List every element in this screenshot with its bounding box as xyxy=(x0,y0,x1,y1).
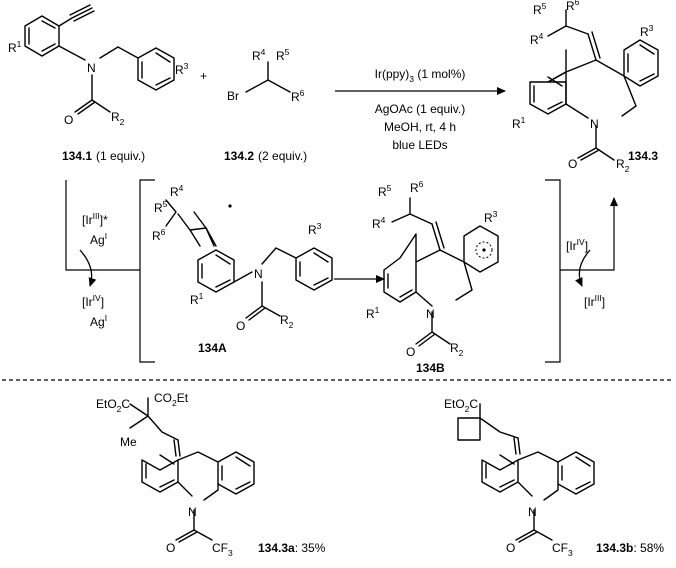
right-ir-iv: [IrIV] xyxy=(566,237,588,253)
atom-br: Br xyxy=(227,89,239,103)
atom-o-ex-a: O xyxy=(166,541,175,555)
reactant-134-2-label: 134.2(2 equiv.) xyxy=(224,149,307,163)
left-ir-iii-star: [IrIII]* xyxy=(82,211,108,227)
reactant-134-1-structure xyxy=(24,4,175,115)
reactant-134-1-label: 134.1(1 equiv.) xyxy=(62,149,145,163)
product-r5-text: R5 xyxy=(533,1,547,17)
left-cycle-line xyxy=(65,180,140,271)
int-a-r3-text: R3 xyxy=(308,221,322,237)
ex-a-cf3: CF3 xyxy=(212,541,233,558)
int-a-r2-text: R2 xyxy=(280,313,294,330)
right-cycle-arrow xyxy=(560,197,618,271)
atom-n-product: N xyxy=(590,117,599,131)
condition-solvent: MeOH, rt, 4 h xyxy=(384,120,456,134)
atom-o-134a: O xyxy=(236,319,245,333)
product-r1-text: R1 xyxy=(512,115,526,131)
int-a-r4-text: R4 xyxy=(170,183,184,199)
left-ir-iv: [IrIV] xyxy=(82,293,104,309)
ex-a-methyl: Me xyxy=(120,435,137,449)
int-b-r3-text: R3 xyxy=(484,209,498,225)
atom-n-1: N xyxy=(87,61,96,75)
atom-n-134b: N xyxy=(426,307,435,321)
label-r1-text: R1 xyxy=(8,39,22,55)
int-b-r2-text: R2 xyxy=(450,341,464,358)
product-r2-text: R2 xyxy=(616,157,630,174)
condition-additive: AgOAc (1 equiv.) xyxy=(375,102,465,116)
ex-b-cf3: CF3 xyxy=(552,541,573,558)
int-a-r1-text: R1 xyxy=(190,291,204,307)
int-b-r4-text: R4 xyxy=(372,215,386,231)
atom-n-134a: N xyxy=(254,267,263,281)
example-134-3a-label: 134.3a: 35% xyxy=(258,541,326,555)
int-a-r6-text: R6 xyxy=(152,227,166,243)
atom-n-ex-a: N xyxy=(188,505,197,519)
label-r6-text: R6 xyxy=(291,88,305,104)
ex-b-ester: EtO2C xyxy=(444,397,478,414)
product-r6-text: R6 xyxy=(566,0,580,13)
atom-o-ex-b: O xyxy=(506,541,515,555)
int-a-r5-text: R5 xyxy=(154,199,168,215)
example-134-3b-structure xyxy=(457,403,595,543)
atom-o-product: O xyxy=(568,157,577,171)
label-r4-text: R4 xyxy=(252,47,266,63)
intermediate-134b-structure xyxy=(383,197,499,347)
left-curved-arrow xyxy=(79,249,97,287)
right-curved-arrow xyxy=(575,249,591,287)
atom-o-1: O xyxy=(64,113,73,127)
radical-delocalization-b xyxy=(475,241,493,259)
intermediate-134b-label: 134B xyxy=(416,361,445,375)
example-134-3a-structure xyxy=(129,397,255,543)
reactant-134-2-structure xyxy=(245,61,291,93)
int-b-r6-text: R6 xyxy=(410,179,424,195)
radical-dot-b xyxy=(482,248,486,252)
int-b-r5-text: R5 xyxy=(378,183,392,199)
product-r3-text: R3 xyxy=(640,23,654,39)
right-ir-iii: [IrIII] xyxy=(584,293,605,309)
example-134-3b-label: 134.3b: 58% xyxy=(596,541,664,555)
ex-a-ester-left: EtO2C xyxy=(96,397,130,414)
product-r4-text: R4 xyxy=(530,31,544,47)
product-134-3-structure xyxy=(529,9,659,161)
radical-dot-a xyxy=(228,204,232,208)
left-ag-i-bottom: AgI xyxy=(90,313,107,329)
left-ag-i-top: AgI xyxy=(90,231,107,247)
atom-o-134b: O xyxy=(406,345,415,359)
label-r2-text: R2 xyxy=(111,110,125,127)
intermediate-134a-structure xyxy=(165,199,333,321)
atom-n-ex-b: N xyxy=(528,505,537,519)
label-r3-text: R3 xyxy=(175,61,189,77)
right-bracket xyxy=(545,179,561,363)
plus-sign: + xyxy=(200,69,207,83)
left-bracket xyxy=(139,179,155,363)
intermediate-134a-label: 134A xyxy=(198,341,227,355)
int-b-r1-text: R1 xyxy=(366,305,380,321)
label-r5-text: R5 xyxy=(276,47,290,63)
condition-light: blue LEDs xyxy=(392,138,447,152)
ex-a-ester-right: CO2Et xyxy=(154,391,189,408)
product-134-3-label: 134.3 xyxy=(628,149,658,163)
condition-catalyst: Ir(ppy)3 (1 mol%) xyxy=(375,67,466,84)
